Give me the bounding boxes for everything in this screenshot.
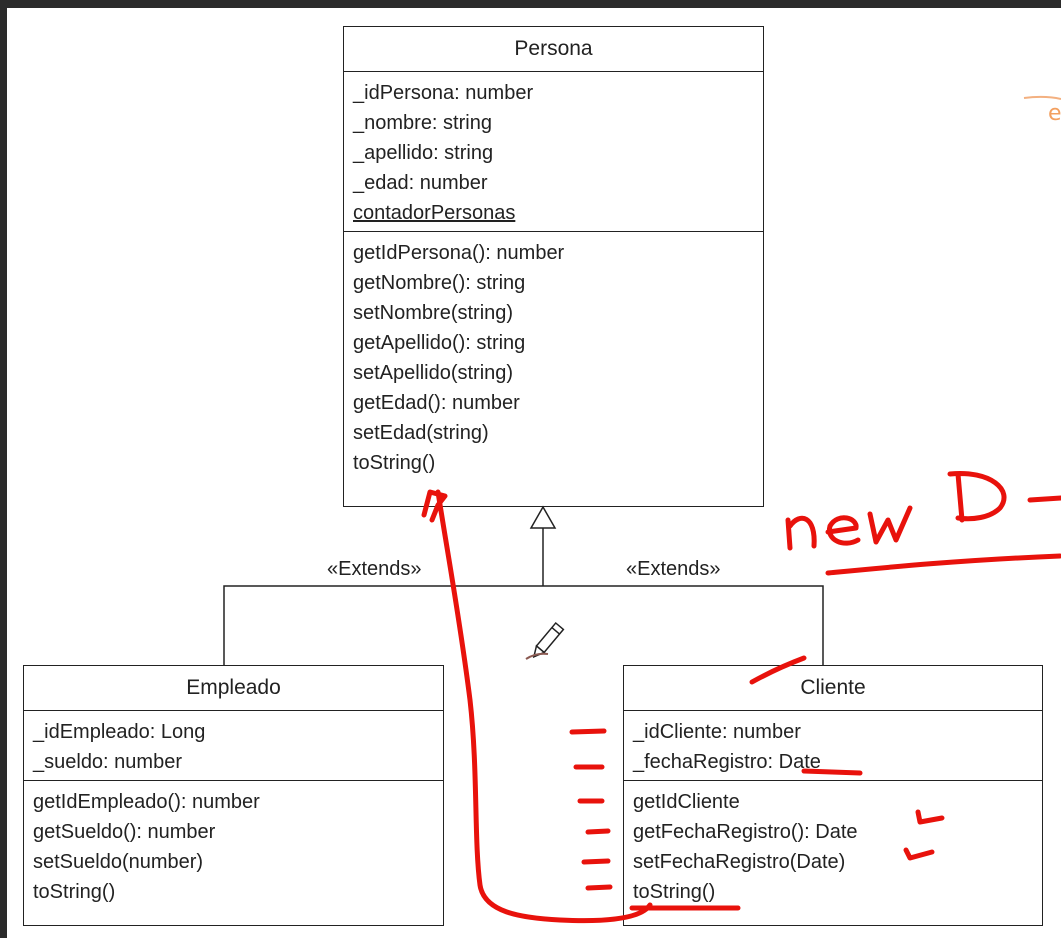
class-persona-attributes: _idPersona: number _nombre: string _apel…	[344, 72, 763, 232]
method: getIdEmpleado(): number	[33, 791, 260, 813]
attribute: _idPersona: number	[353, 82, 534, 104]
attribute: _nombre: string	[353, 112, 492, 134]
method: getIdCliente	[633, 791, 740, 813]
method: getEdad(): number	[353, 392, 520, 414]
class-empleado-name: Empleado	[24, 666, 443, 711]
underline-mark	[825, 553, 1061, 576]
method: toString()	[353, 452, 436, 474]
method: toString()	[33, 881, 116, 903]
attribute: _idCliente: number	[633, 721, 801, 743]
method: getFechaRegistro(): Date	[633, 821, 858, 843]
method: setSueldo(number)	[33, 851, 204, 873]
dash-mark	[569, 728, 607, 735]
attribute: _edad: number	[353, 172, 488, 194]
class-persona[interactable]: Persona _idPersona: number _nombre: stri…	[343, 26, 764, 507]
window-left-bar	[0, 0, 7, 938]
handwritten-new-d	[785, 470, 1061, 551]
class-cliente-attributes: _idCliente: number _fechaRegistro: Date	[624, 711, 1042, 781]
dash-mark	[581, 858, 611, 865]
method: getApellido(): string	[353, 332, 526, 354]
annotation-arrow-path	[435, 489, 653, 924]
method: getIdPersona(): number	[353, 242, 565, 264]
attribute: _fechaRegistro: Date	[633, 751, 821, 773]
connector-empleado	[223, 585, 543, 665]
attribute: _apellido: string	[353, 142, 494, 164]
attribute: _sueldo: number	[33, 751, 182, 773]
method: setApellido(string)	[353, 362, 514, 384]
dash-mark	[585, 828, 611, 835]
method: setNombre(string)	[353, 302, 514, 324]
tick-mark	[903, 847, 935, 861]
class-cliente[interactable]: Cliente _idCliente: number _fechaRegistr…	[623, 665, 1043, 926]
partial-orange-mark: e	[1048, 101, 1061, 126]
tick-mark	[749, 655, 807, 685]
underline-mark	[801, 768, 863, 776]
stereotype-extends-right: «Extends»	[626, 558, 721, 580]
dash-mark	[585, 884, 613, 891]
method: toString()	[633, 881, 716, 903]
class-empleado-methods: getIdEmpleado(): number getSueldo(): num…	[24, 781, 443, 912]
annotation-arrowhead	[421, 489, 448, 523]
tick-mark	[915, 809, 945, 825]
class-persona-name: Persona	[344, 27, 763, 72]
method: getSueldo(): number	[33, 821, 216, 843]
static-attribute: contadorPersonas	[353, 202, 516, 224]
attribute: _idEmpleado: Long	[33, 721, 206, 743]
method: getNombre(): string	[353, 272, 526, 294]
window-top-bar	[0, 0, 1061, 8]
class-cliente-name: Cliente	[624, 666, 1042, 711]
connector-cliente	[543, 585, 824, 665]
method: setFechaRegistro(Date)	[633, 851, 846, 873]
class-empleado[interactable]: Empleado _idEmpleado: Long _sueldo: numb…	[23, 665, 444, 926]
generalization-arrowhead-icon	[529, 505, 557, 529]
class-empleado-attributes: _idEmpleado: Long _sueldo: number	[24, 711, 443, 781]
class-persona-methods: getIdPersona(): number getNombre(): stri…	[344, 232, 763, 483]
class-cliente-methods: getIdCliente getFechaRegistro(): Date se…	[624, 781, 1042, 912]
stereotype-extends-left: «Extends»	[327, 558, 422, 580]
method: setEdad(string)	[353, 422, 489, 444]
